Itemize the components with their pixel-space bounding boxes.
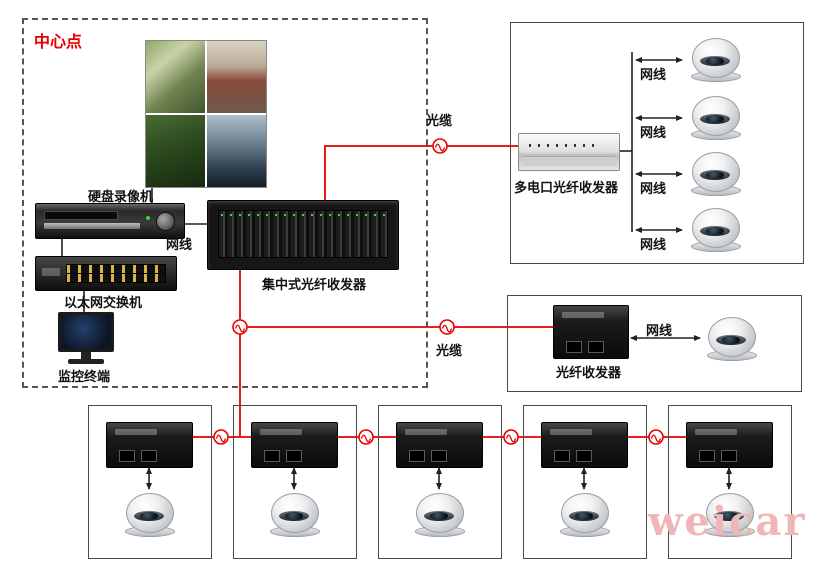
transceiver-print-mark	[115, 429, 157, 435]
switch-brand-mark	[42, 268, 60, 276]
transceiver-port	[721, 450, 737, 462]
chain-transceiver-1	[106, 422, 193, 468]
center-site-box	[22, 18, 428, 388]
monitor-foot	[68, 359, 104, 364]
cable-label-branch-4: 网线	[640, 238, 667, 253]
fiber-label-single: 光缆	[436, 344, 463, 359]
transceiver-print-mark	[405, 429, 447, 435]
chain-camera-2	[267, 493, 321, 537]
dvr-device	[35, 203, 185, 239]
chain-camera-4	[557, 493, 611, 537]
dome-camera-4	[688, 208, 742, 252]
camera-lens-icon	[706, 115, 724, 124]
chain-node-box-4	[523, 405, 647, 559]
chain-node-box-2	[233, 405, 357, 559]
dvr-panel-strip	[44, 223, 140, 229]
multiport-device-label: 多电口光纤收发器	[514, 181, 619, 196]
dvr-disc-slot	[44, 211, 118, 220]
cable-label-dvr-rack: 网线	[166, 238, 193, 253]
transceiver-port	[409, 450, 425, 462]
rack-card-slots	[218, 210, 388, 258]
rack-leds	[221, 214, 385, 216]
transceiver-port	[431, 450, 447, 462]
transceiver-print-mark	[550, 429, 592, 435]
cable-label-branch-3: 网线	[640, 182, 667, 197]
multiport-zone-box	[510, 22, 804, 264]
fiber-transceiver-device	[553, 305, 629, 359]
camera-lens-icon	[706, 57, 724, 66]
ethernet-switch-device	[35, 256, 177, 291]
fiber-coupler-icon	[503, 429, 519, 445]
video-wall-cell	[146, 115, 205, 187]
chain-camera-1	[122, 493, 176, 537]
cable-label-branch-2: 网线	[640, 126, 667, 141]
dvr-power-button	[156, 212, 175, 231]
multiport-led-dots	[529, 144, 595, 147]
transceiver-print-mark	[562, 312, 604, 318]
watermark: weicar	[648, 498, 807, 545]
multiport-front-panel	[523, 156, 615, 166]
rack-label: 集中式光纤收发器	[262, 278, 367, 293]
monitor-terminal-device	[58, 312, 114, 364]
dvr-led	[146, 216, 150, 220]
chain-transceiver-4	[541, 422, 628, 468]
cable-label-single: 网线	[646, 324, 673, 339]
chain-camera-5	[702, 493, 756, 537]
transceiver-print-mark	[260, 429, 302, 435]
dome-camera-3	[688, 152, 742, 196]
video-wall-cell	[146, 41, 205, 113]
dome-camera-single	[704, 317, 758, 361]
camera-lens-icon	[706, 227, 724, 236]
monitor-screen	[58, 312, 114, 352]
dome-camera-1	[688, 38, 742, 82]
fiber-coupler-icon	[432, 138, 448, 154]
fiber-label-uplink: 光缆	[426, 114, 453, 129]
camera-lens-icon	[140, 512, 158, 521]
chain-transceiver-2	[251, 422, 338, 468]
fiber-coupler-icon	[358, 429, 374, 445]
camera-lens-icon	[722, 336, 740, 345]
camera-lens-icon	[706, 171, 724, 180]
center-site-title: 中心点	[34, 32, 83, 51]
transceiver-port	[588, 341, 604, 353]
video-wall-cell	[207, 115, 266, 187]
camera-lens-icon	[430, 512, 448, 521]
transceiver-port	[566, 341, 582, 353]
camera-lens-icon	[720, 512, 738, 521]
fiber-coupler-icon	[213, 429, 229, 445]
chain-node-box-5	[668, 405, 792, 559]
chain-node-box-1	[88, 405, 212, 559]
single-transceiver-zone-box	[507, 295, 802, 392]
transceiver-port	[576, 450, 592, 462]
fiber-coupler-icon	[439, 319, 455, 335]
dvr-label: 硬盘录像机	[88, 190, 154, 205]
chain-node-box-3	[378, 405, 502, 559]
terminal-label: 监控终端	[58, 370, 111, 385]
fiber-coupler-icon	[648, 429, 664, 445]
transceiver-port	[264, 450, 280, 462]
transceiver-port	[119, 450, 135, 462]
chain-transceiver-3	[396, 422, 483, 468]
monitor-neck	[81, 352, 91, 359]
chain-transceiver-5	[686, 422, 773, 468]
switch-ports-bottom	[66, 273, 166, 283]
transceiver-port	[141, 450, 157, 462]
central-transceiver-device	[207, 200, 399, 270]
switch-label: 以太网交换机	[64, 296, 143, 311]
camera-lens-icon	[285, 512, 303, 521]
camera-lens-icon	[575, 512, 593, 521]
video-wall-cell	[207, 41, 266, 113]
transceiver-port	[699, 450, 715, 462]
transceiver-port	[286, 450, 302, 462]
dome-camera-2	[688, 96, 742, 140]
transceiver-port	[554, 450, 570, 462]
cable-label-branch-1: 网线	[640, 68, 667, 83]
multiport-transceiver-device	[518, 133, 620, 171]
single-device-label: 光纤收发器	[556, 366, 622, 381]
video-wall	[145, 40, 267, 188]
transceiver-print-mark	[695, 429, 737, 435]
chain-camera-3	[412, 493, 466, 537]
